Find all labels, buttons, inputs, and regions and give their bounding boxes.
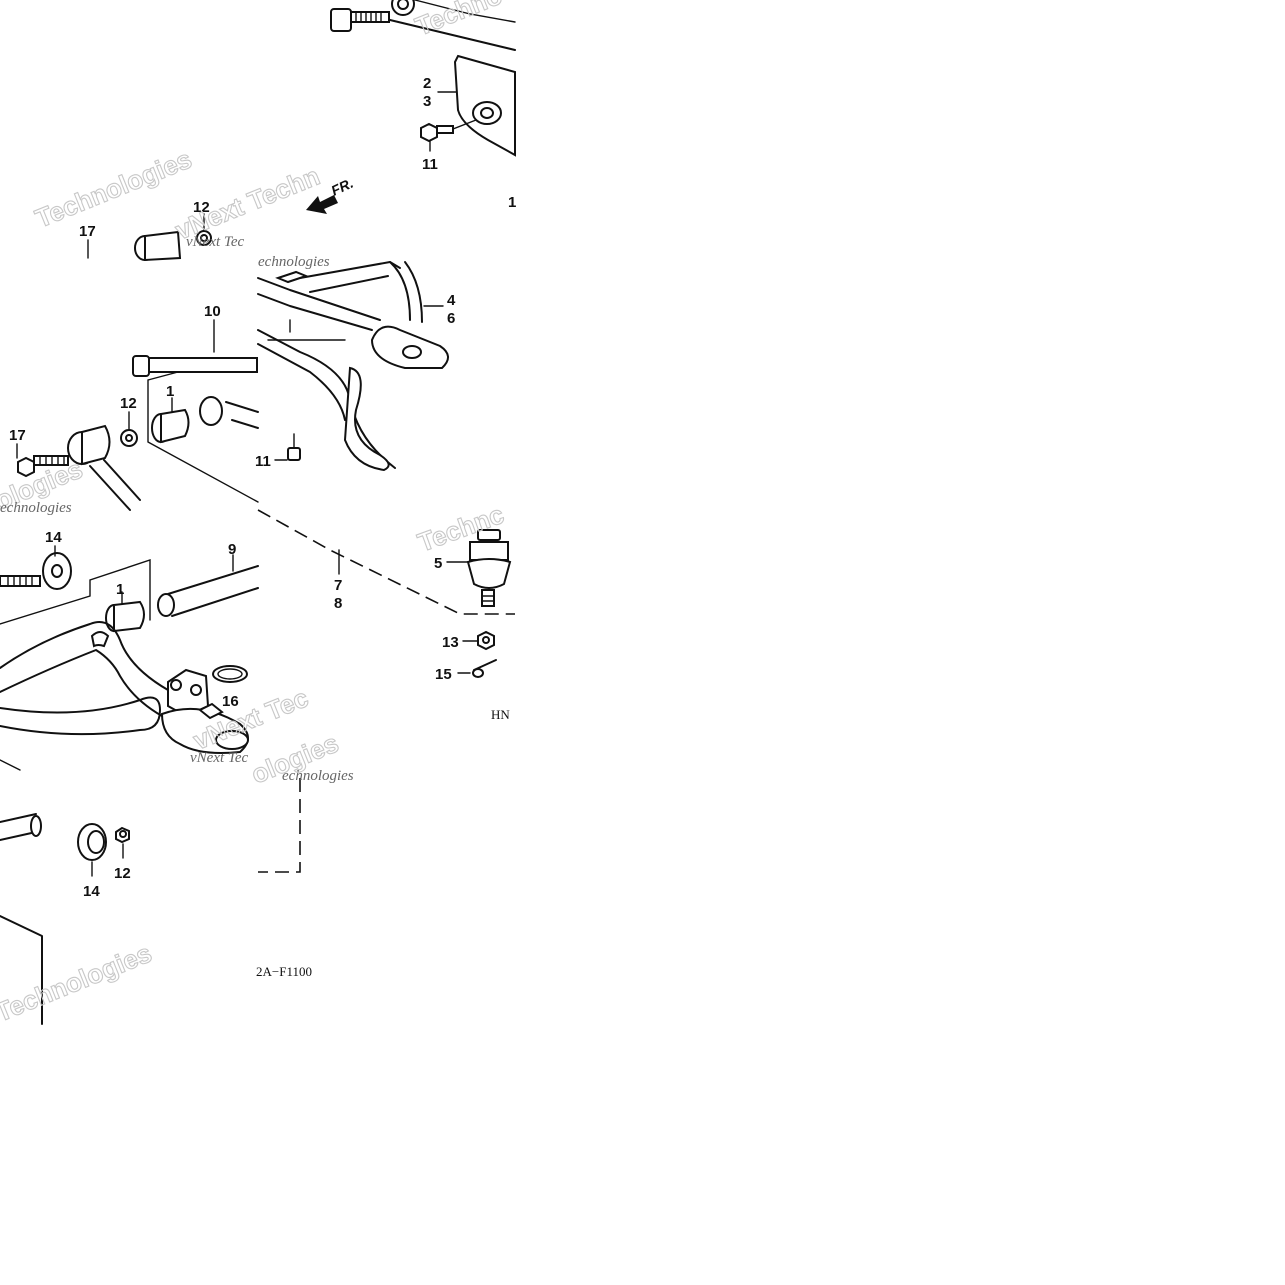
thrust-washer xyxy=(77,823,107,861)
watermark-text: vNext Tec xyxy=(190,750,249,766)
callout-7: 7 xyxy=(334,577,342,594)
knuckle-mount xyxy=(160,668,249,754)
cotter-pin xyxy=(472,659,497,678)
watermark: Techno xyxy=(411,0,506,42)
callout-15: 15 xyxy=(435,666,452,683)
callout-1: 1 xyxy=(116,581,124,598)
watermark-text: echnologies xyxy=(258,254,330,270)
watermark: Technologies xyxy=(0,938,156,1028)
diagram-code: HN xyxy=(491,707,510,722)
callout-2: 2 xyxy=(423,75,431,92)
callout-8: 8 xyxy=(334,595,342,612)
callout-11: 11 xyxy=(422,156,438,173)
watermark-text: vNext Tec xyxy=(186,234,245,250)
ball-joint xyxy=(466,529,512,607)
callout-3: 3 xyxy=(423,93,431,110)
skid-plate xyxy=(453,54,516,157)
bolt-11 xyxy=(287,433,301,461)
watermark-text: echnologies xyxy=(0,500,72,516)
callout-12: 12 xyxy=(120,395,137,412)
tile-upper-pivot: 10 1 17 12 ologies echnologies xyxy=(0,303,259,516)
callout-5: 5 xyxy=(434,555,442,572)
front-label: FR. xyxy=(329,175,356,199)
tile-upper-arm: 4 6 11 echnologies xyxy=(255,254,456,472)
callout-4: 4 xyxy=(447,292,456,309)
callout-9: 9 xyxy=(228,541,236,558)
flange-bolt-top xyxy=(330,0,415,32)
callout-12: 12 xyxy=(193,199,210,216)
flange-nut xyxy=(115,826,130,844)
callout-1: 1 xyxy=(166,383,174,400)
castle-nut xyxy=(477,630,495,651)
svg-text:1: 1 xyxy=(508,194,516,211)
callout-6: 6 xyxy=(447,310,455,327)
callout-14: 14 xyxy=(45,529,62,546)
watermark-text: echnologies xyxy=(282,768,354,784)
callout-12: 12 xyxy=(114,865,131,882)
tile-top: FR. 2 3 11 Techno 1 xyxy=(306,0,516,214)
tile-lower-arm: 14 1 9 16 vNext Tec vNe xyxy=(0,529,313,771)
tile-bottom: 14 12 echnologies ologies xyxy=(0,727,354,900)
callout-11: 11 xyxy=(255,453,271,470)
callout-17: 17 xyxy=(9,427,26,444)
frame-edge xyxy=(389,19,516,51)
callout-16: 16 xyxy=(222,693,239,710)
callout-14: 14 xyxy=(83,883,100,900)
bushing-assembly xyxy=(16,411,141,511)
callout-13: 13 xyxy=(442,634,459,651)
diagram-code: 2A−F1100 xyxy=(256,964,312,979)
bolt-11-top xyxy=(420,119,477,152)
callout-10: 10 xyxy=(204,303,221,320)
callout-17: 17 xyxy=(79,223,96,240)
